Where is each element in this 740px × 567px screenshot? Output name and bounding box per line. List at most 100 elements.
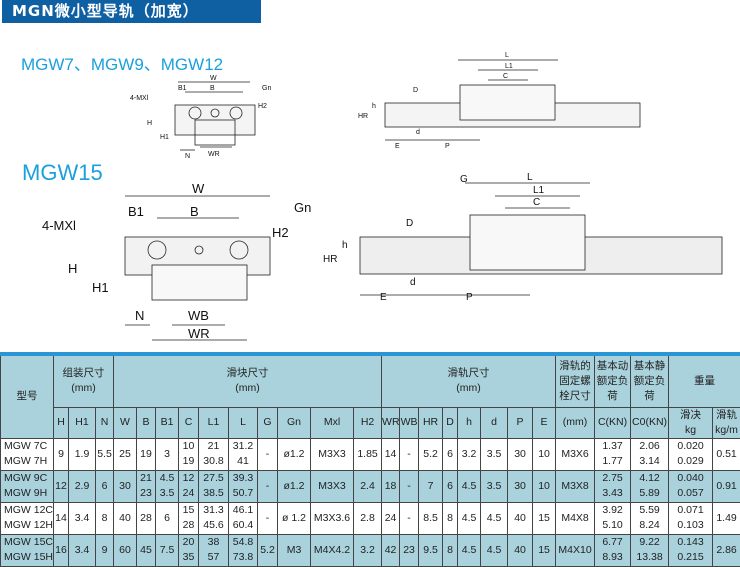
cell-wb: - <box>400 502 419 534</box>
cell-h1: 3.4 <box>69 534 96 566</box>
svg-text:WR: WR <box>208 151 220 158</box>
cell-bolt: M4X8 <box>556 502 595 534</box>
cell-n: 5.5 <box>96 438 114 470</box>
cell-gn: ø1.2 <box>278 438 311 470</box>
cell-gn: ø1.2 <box>278 470 311 502</box>
cell-w: 30 <box>114 470 137 502</box>
cell-h2: 2.4 <box>354 470 382 502</box>
column-header: C <box>179 407 199 438</box>
cell-b: 45 <box>137 534 156 566</box>
svg-text:P: P <box>466 292 473 303</box>
cell-wb: 23 <box>400 534 419 566</box>
svg-text:L: L <box>505 52 509 59</box>
svg-text:H1: H1 <box>160 134 169 141</box>
svg-text:N: N <box>135 308 144 323</box>
cell-h: 3.2 <box>458 438 481 470</box>
cell-h1: 2.9 <box>69 470 96 502</box>
column-header: HR <box>419 407 443 438</box>
cell-b1: 3 <box>156 438 179 470</box>
cell-d: 8 <box>443 534 458 566</box>
cell-hr: 5.2 <box>419 438 443 470</box>
svg-text:L1: L1 <box>533 185 545 196</box>
svg-text:D: D <box>413 87 418 94</box>
cell-w: 25 <box>114 438 137 470</box>
svg-text:h: h <box>342 240 348 251</box>
header-dynamic-load: 基本动额定负荷 <box>595 354 631 407</box>
column-header: C0(KN) <box>631 407 669 438</box>
cell-h: 4.5 <box>458 534 481 566</box>
svg-text:C: C <box>533 197 540 208</box>
column-header: Gn <box>278 407 311 438</box>
column-header: d <box>481 407 508 438</box>
cell-wb: - <box>400 438 419 470</box>
svg-text:H: H <box>68 261 77 276</box>
cell-kgm: 1.49 <box>713 502 740 534</box>
svg-text:L1: L1 <box>505 63 513 70</box>
cell-hr: 7 <box>419 470 443 502</box>
column-header: W <box>114 407 137 438</box>
svg-text:D: D <box>406 218 413 229</box>
cell-h: 16 <box>54 534 69 566</box>
svg-text:HR: HR <box>358 113 368 120</box>
cell-h: 9 <box>54 438 69 470</box>
svg-text:N: N <box>185 153 190 160</box>
cell-gn: ø 1.2 <box>278 502 311 534</box>
svg-text:WR: WR <box>188 326 210 341</box>
cell-h: 14 <box>54 502 69 534</box>
svg-text:H1: H1 <box>92 280 109 295</box>
svg-text:4-MXl: 4-MXl <box>42 218 76 233</box>
column-header: B1 <box>156 407 179 438</box>
svg-text:P: P <box>445 143 450 150</box>
svg-text:4-MXl: 4-MXl <box>130 95 149 102</box>
cell-b1: 6 <box>156 502 179 534</box>
svg-text:Gn: Gn <box>262 85 271 92</box>
cell-kgm: 0.91 <box>713 470 740 502</box>
cell-d: 8 <box>443 502 458 534</box>
cell-b: 28 <box>137 502 156 534</box>
cell-kgm: 2.86 <box>713 534 740 566</box>
header-assembly: 组装尺寸(mm) <box>54 354 114 407</box>
svg-text:W: W <box>210 75 217 82</box>
column-header: h <box>458 407 481 438</box>
cell-d: 6 <box>443 470 458 502</box>
cell-g: - <box>258 438 278 470</box>
column-header: WR <box>382 407 400 438</box>
cell-d: 3.5 <box>481 470 508 502</box>
svg-text:H2: H2 <box>258 103 267 110</box>
column-header: N <box>96 407 114 438</box>
cell-e: 15 <box>533 502 556 534</box>
cell-n: 9 <box>96 534 114 566</box>
svg-text:E: E <box>395 143 400 150</box>
column-header: WB <box>400 407 419 438</box>
svg-text:L: L <box>527 172 533 183</box>
cell-h: 4.5 <box>458 470 481 502</box>
column-header: L1 <box>199 407 229 438</box>
column-header: D <box>443 407 458 438</box>
svg-text:B1: B1 <box>178 85 187 92</box>
cell-hr: 8.5 <box>419 502 443 534</box>
cell-b: 19 <box>137 438 156 470</box>
column-header: L <box>229 407 258 438</box>
